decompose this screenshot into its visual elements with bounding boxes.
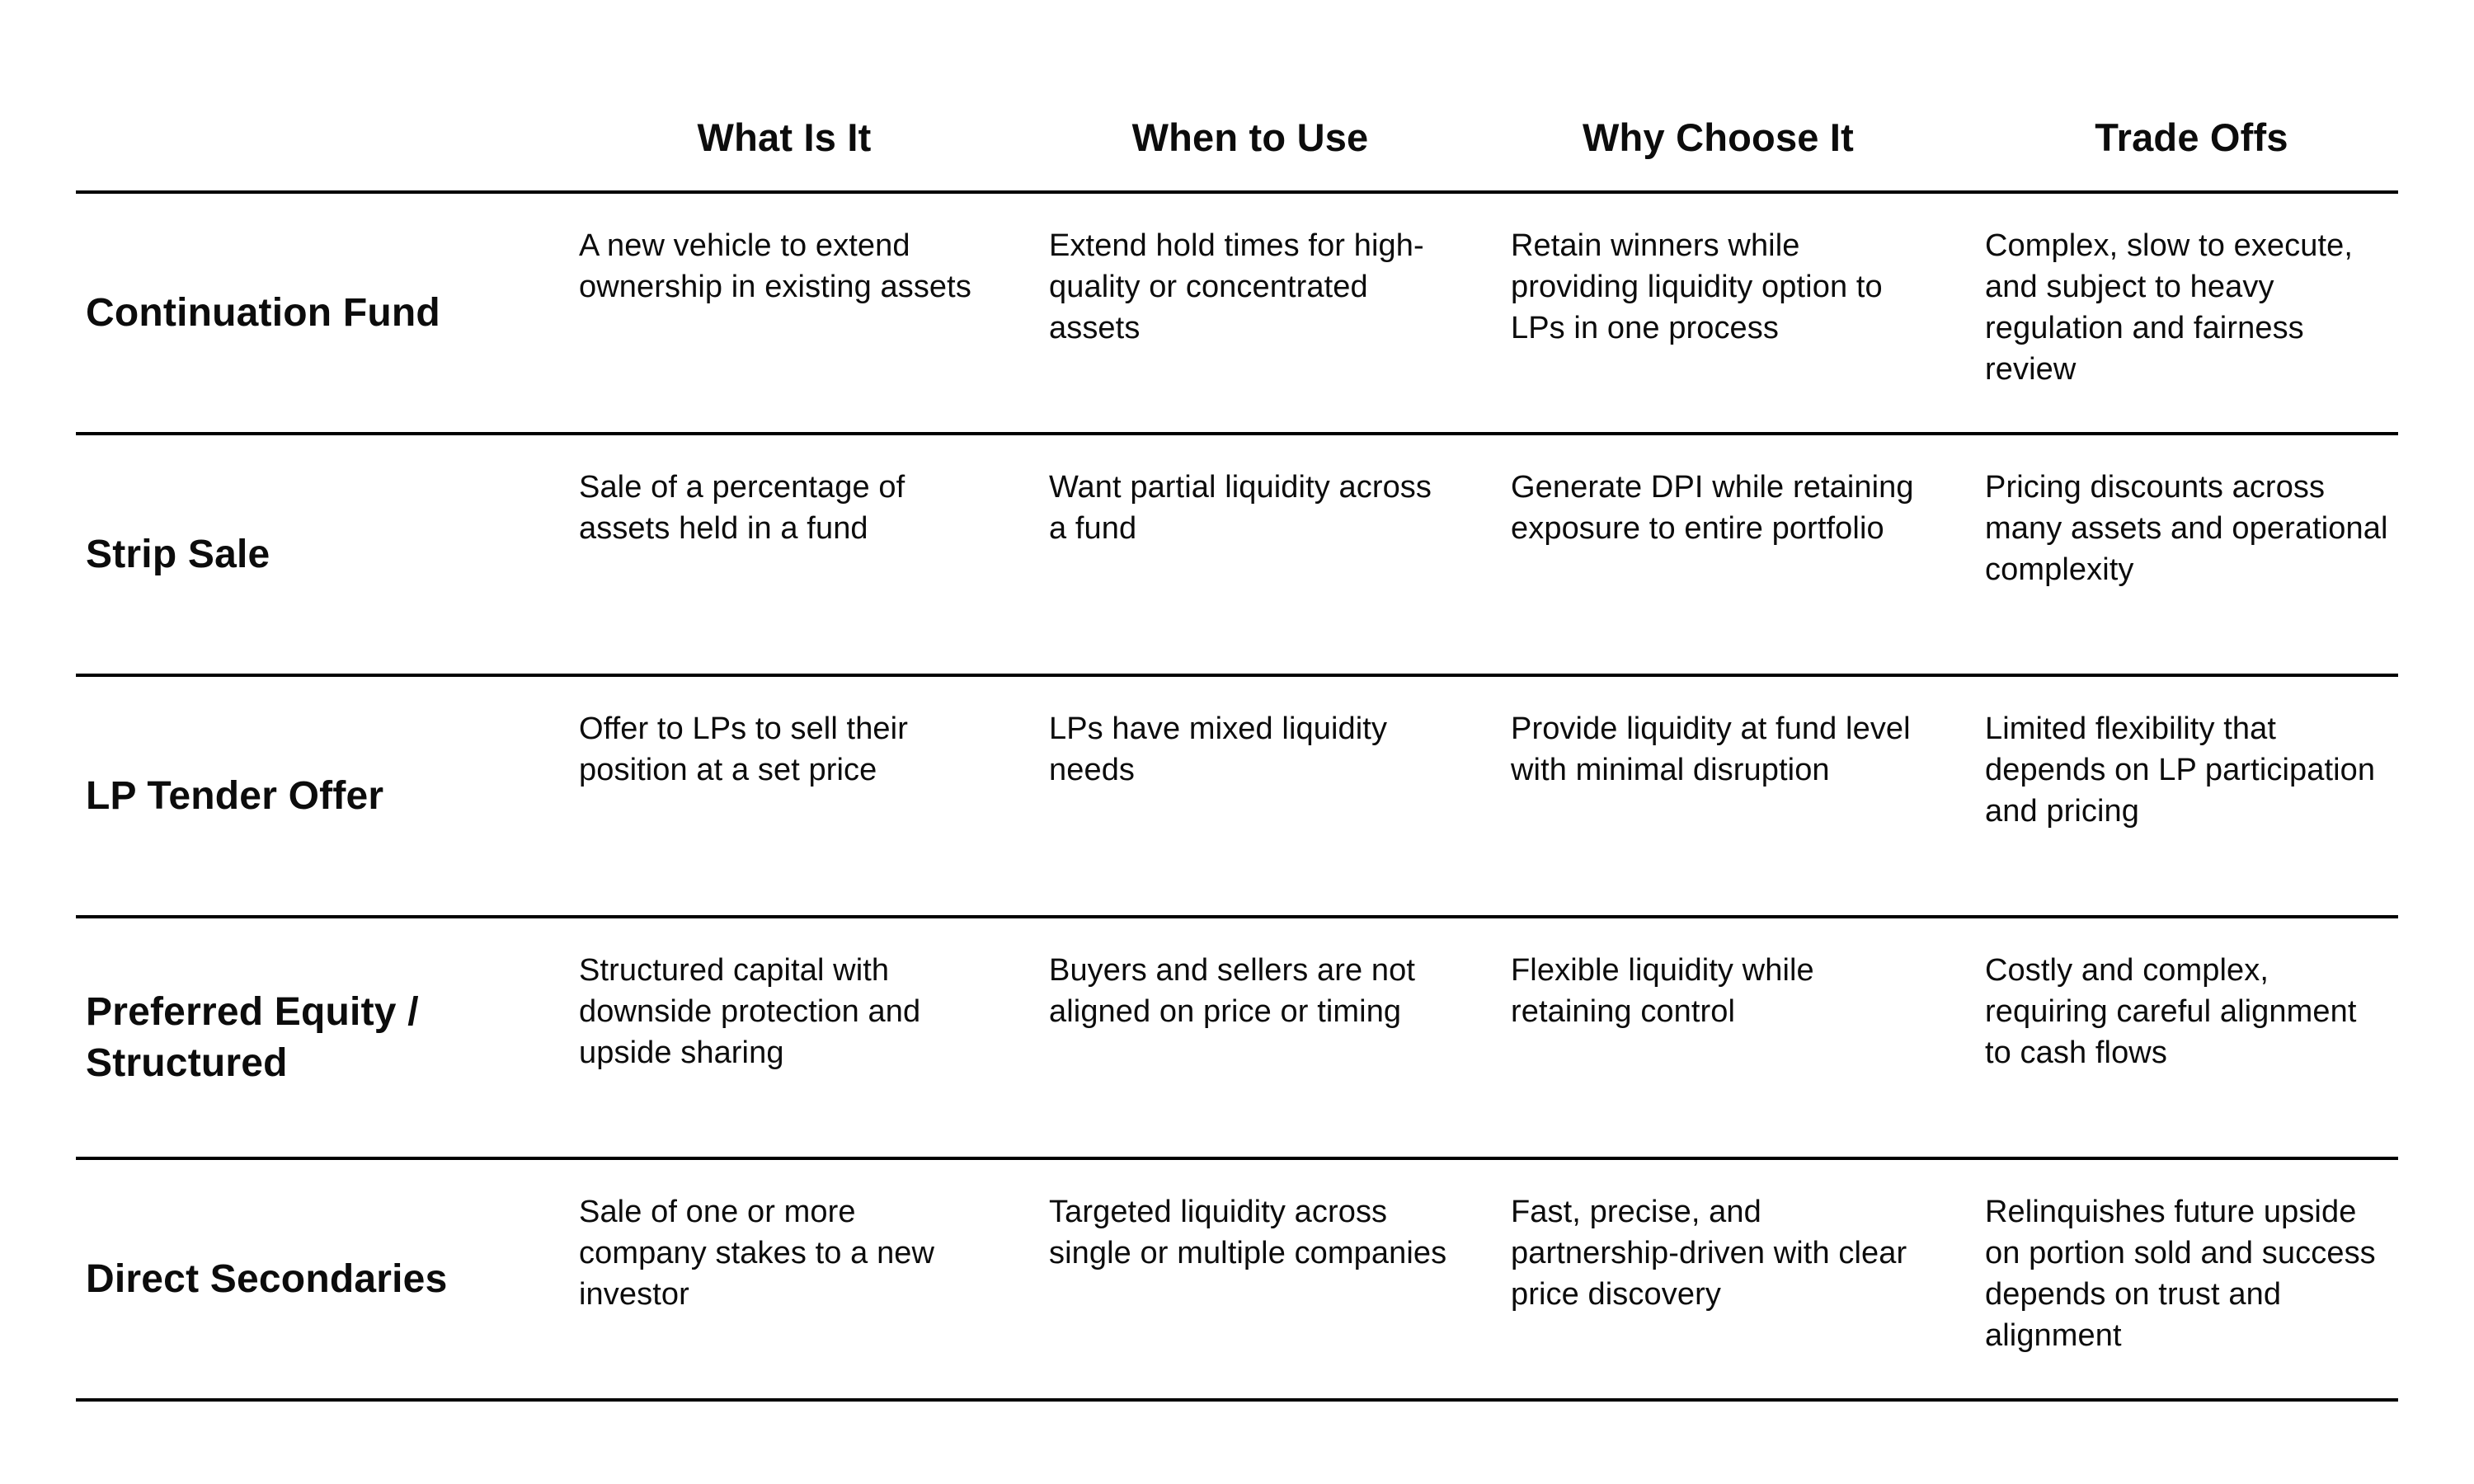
table-header-row: What Is It When to Use Why Choose It Tra… <box>76 0 2398 194</box>
cell-when-to-use: LPs have mixed liquidity needs <box>1049 711 1388 787</box>
cell-trade-offs: Complex, slow to execute, and subject to… <box>1985 228 2354 387</box>
cell-trade-offs: Pricing discounts across many assets and… <box>1985 470 2388 587</box>
row-label: Direct Secondaries <box>86 1256 448 1301</box>
row-label: Strip Sale <box>86 532 270 576</box>
cell-what-is-it: Sale of a percentage of assets held in a… <box>579 470 905 546</box>
liquidity-options-table: What Is It When to Use Why Choose It Tra… <box>76 0 2398 1402</box>
column-header-when-to-use: When to Use <box>1131 115 1369 159</box>
cell-why-choose-it: Retain winners while providing liquidity… <box>1511 228 1883 345</box>
cell-what-is-it: Offer to LPs to sell their position at a… <box>579 711 908 787</box>
table-row-lp-tender-offer: LP Tender Offer Offer to LPs to sell the… <box>76 677 2398 918</box>
table-row-preferred-equity-structured: Preferred Equity / Structured Structured… <box>76 918 2398 1160</box>
column-header-what-is-it: What Is It <box>697 115 872 159</box>
cell-why-choose-it: Flexible liquidity while retaining contr… <box>1511 953 1814 1029</box>
cell-when-to-use: Buyers and sellers are not aligned on pr… <box>1049 953 1416 1029</box>
column-header-why-choose-it: Why Choose It <box>1583 115 1854 159</box>
cell-what-is-it: Sale of one or more company stakes to a … <box>579 1195 935 1312</box>
row-label: LP Tender Offer <box>86 773 384 818</box>
cell-why-choose-it: Generate DPI while retaining exposure to… <box>1511 470 1914 546</box>
cell-trade-offs: Costly and complex, requiring careful al… <box>1985 953 2357 1070</box>
header-corner-cell <box>76 0 569 190</box>
cell-what-is-it: Structured capital with downside protect… <box>579 953 921 1070</box>
cell-trade-offs: Limited flexibility that depends on LP p… <box>1985 711 2376 829</box>
column-header-trade-offs: Trade Offs <box>2095 115 2288 159</box>
row-label: Preferred Equity / Structured <box>86 989 419 1085</box>
table-row-direct-secondaries: Direct Secondaries Sale of one or more c… <box>76 1160 2398 1402</box>
row-label: Continuation Fund <box>86 290 440 335</box>
cell-why-choose-it: Provide liquidity at fund level with min… <box>1511 711 1911 787</box>
cell-when-to-use: Want partial liquidity across a fund <box>1049 470 1432 546</box>
table-row-continuation-fund: Continuation Fund A new vehicle to exten… <box>76 194 2398 435</box>
cell-what-is-it: A new vehicle to extend ownership in exi… <box>579 228 971 304</box>
cell-trade-offs: Relinquishes future upside on portion so… <box>1985 1195 2376 1353</box>
cell-when-to-use: Targeted liquidity across single or mult… <box>1049 1195 1447 1270</box>
cell-why-choose-it: Fast, precise, and partnership-driven wi… <box>1511 1195 1907 1312</box>
cell-when-to-use: Extend hold times for high- quality or c… <box>1049 228 1424 345</box>
table-row-strip-sale: Strip Sale Sale of a percentage of asset… <box>76 435 2398 677</box>
